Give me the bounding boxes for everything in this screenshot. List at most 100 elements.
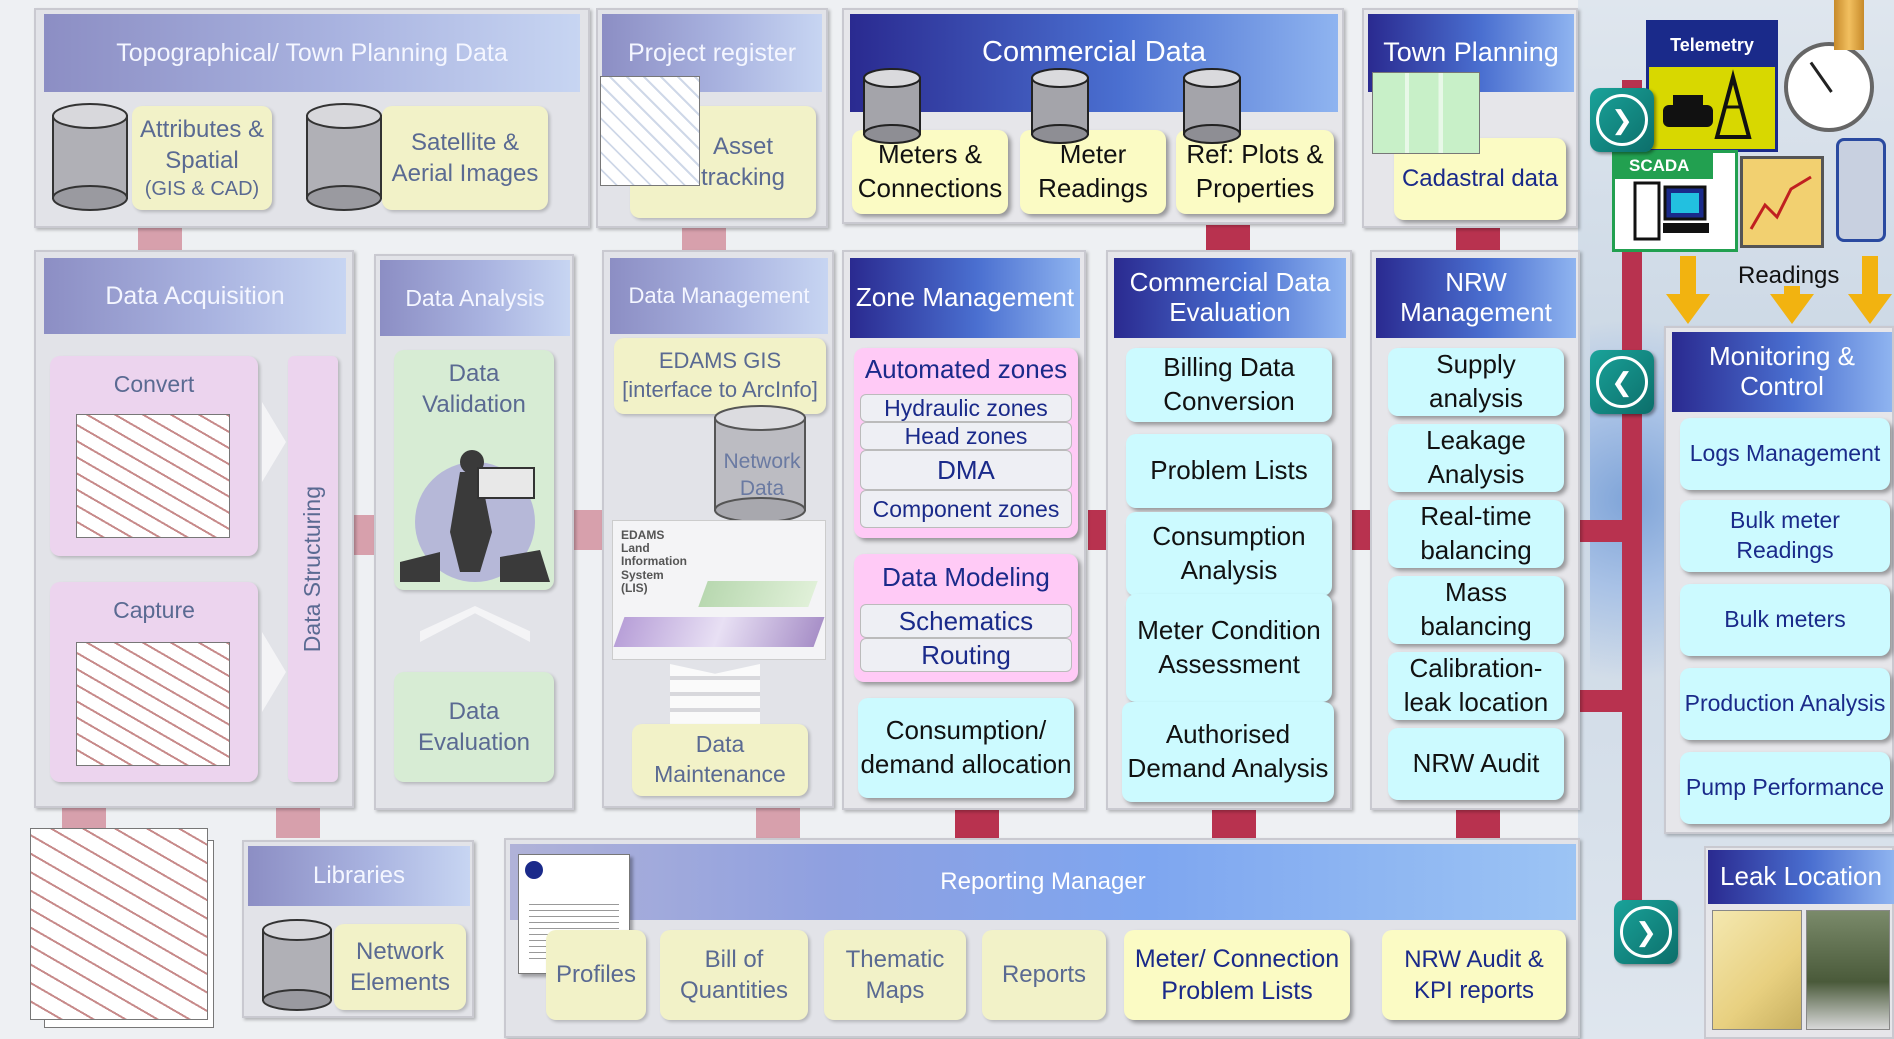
pipe-valve-icon (1834, 0, 1864, 50)
town-planning-title: Town Planning (1383, 37, 1559, 68)
profiles-label: Profiles (555, 961, 637, 989)
schematics-item[interactable]: Schematics (860, 604, 1072, 638)
map-sheet (30, 828, 208, 1020)
reporting-header: Reporting Manager (510, 844, 1576, 920)
component-zones-item[interactable]: Component zones (860, 490, 1072, 528)
reporting-panel: Reporting Manager Profiles Bill of Quant… (504, 838, 1580, 1038)
cadastral-map-thumbnail (1372, 72, 1480, 154)
map-thumbnail (600, 76, 700, 186)
calibration-leak-label: Calibration- leak location (1403, 653, 1549, 717)
topographical-header: Topographical/ Town Planning Data (44, 14, 580, 92)
bulk-meter-readings-tile[interactable]: Bulk meter Readings (1680, 500, 1890, 572)
connector (1088, 510, 1108, 550)
head-zones-item[interactable]: Head zones (860, 422, 1072, 450)
data-acquisition-header: Data Acquisition (44, 258, 346, 334)
logs-management-tile[interactable]: Logs Management (1680, 418, 1890, 490)
town-planning-panel: Town Planning Cadastral data (1362, 8, 1578, 228)
connector (1212, 808, 1256, 838)
arrow-stem (1680, 256, 1696, 296)
bulk-meters-tile[interactable]: Bulk meters (1680, 584, 1890, 656)
commercial-eval-header: Commercial Data Evaluation (1114, 258, 1346, 338)
meter-problem-lists-label: Meter/ Connection Problem Lists (1134, 944, 1340, 1006)
edams-gis-tile[interactable]: EDAMS GIS [interface to ArcInfo] (614, 338, 826, 414)
supply-analysis-tile[interactable]: Supply analysis (1388, 348, 1564, 416)
production-analysis-label: Production Analysis (1684, 690, 1886, 717)
convert-label: Convert (113, 371, 195, 397)
data-structuring-label: Data Structuring (299, 485, 326, 653)
back-nav-button[interactable]: ❮ (1590, 350, 1654, 414)
problem-lists-tile[interactable]: Problem Lists (1126, 434, 1332, 508)
billing-conversion-tile[interactable]: Billing Data Conversion (1126, 348, 1332, 422)
satellite-tile[interactable]: Satellite & Aerial Images (382, 106, 548, 210)
meter-problem-lists-tile[interactable]: Meter/ Connection Problem Lists (1124, 930, 1350, 1020)
nrw-audit-tile[interactable]: NRW Audit (1388, 728, 1564, 800)
thematic-maps-tile[interactable]: Thematic Maps (824, 930, 966, 1020)
data-maintenance-tile[interactable]: Data Maintenance (632, 724, 808, 796)
stack-chevrons-icon (670, 664, 760, 734)
leak-location-header: Leak Location (1708, 850, 1894, 904)
mass-balancing-tile[interactable]: Mass balancing (1388, 576, 1564, 644)
meters-connections-label: Meters & Connections (857, 139, 1003, 203)
pump-performance-label: Pump Performance (1685, 774, 1885, 801)
topographical-title: Topographical/ Town Planning Data (116, 38, 508, 67)
realtime-balancing-tile[interactable]: Real-time balancing (1388, 500, 1564, 568)
commercial-data-title: Commercial Data (982, 36, 1206, 68)
database-icon (1031, 68, 1089, 144)
telemetry-box: Telemetry (1646, 20, 1778, 152)
profiles-tile[interactable]: Profiles (546, 930, 646, 1020)
data-evaluation-tile[interactable]: Data Evaluation (394, 672, 554, 782)
production-analysis-tile[interactable]: Production Analysis (1680, 668, 1890, 740)
plots-properties-tile[interactable]: Ref: Plots & Properties (1176, 130, 1334, 214)
bulk-meter-readings-label: Bulk meter Readings (1730, 507, 1840, 563)
authorised-demand-tile[interactable]: Authorised Demand Analysis (1122, 702, 1334, 802)
nrw-audit-kpi-tile[interactable]: NRW Audit & KPI reports (1382, 930, 1566, 1020)
hydraulic-zones-item[interactable]: Hydraulic zones (860, 394, 1072, 422)
lis-layer (613, 617, 825, 647)
down-arrow-icon (1666, 294, 1710, 324)
lis-line: System (621, 567, 664, 582)
reports-tile[interactable]: Reports (982, 930, 1106, 1020)
calibration-leak-tile[interactable]: Calibration- leak location (1388, 652, 1564, 720)
consumption-demand-tile[interactable]: Consumption/ demand allocation (858, 698, 1074, 798)
data-modeling-title[interactable]: Data Modeling (882, 562, 1050, 592)
network-data-label: Network Data (723, 450, 801, 501)
consumption-analysis-label: Consumption Analysis (1152, 521, 1306, 585)
libraries-panel: Libraries Network Elements (242, 840, 474, 1018)
dma-item[interactable]: DMA (860, 450, 1072, 490)
connector (1456, 808, 1500, 838)
reporting-title: Reporting Manager (940, 868, 1146, 896)
monitoring-title: Monitoring & Control (1709, 341, 1855, 401)
network-map-thumbnail (76, 642, 230, 766)
database-icon (52, 103, 128, 211)
forward-nav-button[interactable]: ❯ (1590, 88, 1654, 152)
meters-connections-tile[interactable]: Meters & Connections (852, 130, 1008, 214)
pump-performance-tile[interactable]: Pump Performance (1680, 752, 1890, 824)
data-structuring-tile[interactable]: Data Structuring (288, 356, 338, 782)
attributes-spatial-tile[interactable]: Attributes & Spatial (GIS & CAD) (132, 106, 272, 210)
component-zones-label: Component zones (872, 496, 1060, 522)
readings-label: Readings (1738, 262, 1840, 289)
commercial-data-header: Commercial Data (850, 14, 1338, 112)
surveyor-icon (400, 450, 550, 582)
forward-nav-button-bottom[interactable]: ❯ (1614, 900, 1678, 964)
arrow-stem (1784, 286, 1800, 296)
bill-of-quantities-tile[interactable]: Bill of Quantities (660, 930, 808, 1020)
problem-lists-label: Problem Lists (1150, 455, 1308, 486)
computer-icon (1633, 181, 1709, 241)
routing-item[interactable]: Routing (860, 638, 1072, 672)
libraries-header: Libraries (248, 846, 470, 906)
bulk-meters-label: Bulk meters (1724, 606, 1846, 633)
meter-condition-tile[interactable]: Meter Condition Assessment (1126, 594, 1332, 702)
automated-zones-box: Automated zones Hydraulic zones Head zon… (854, 348, 1078, 538)
meter-readings-tile[interactable]: Meter Readings (1020, 130, 1166, 214)
connector (1352, 510, 1372, 550)
pump-station-icon (1663, 69, 1752, 139)
realtime-balancing-label: Real-time balancing (1420, 501, 1532, 565)
leak-location-title: Leak Location (1720, 861, 1882, 892)
chevron-right-icon (262, 402, 286, 482)
consumption-analysis-tile[interactable]: Consumption Analysis (1126, 512, 1332, 596)
libraries-title: Libraries (312, 862, 406, 890)
leakage-analysis-tile[interactable]: Leakage Analysis (1388, 424, 1564, 492)
automated-zones-title[interactable]: Automated zones (864, 354, 1068, 384)
network-elements-tile[interactable]: Network Elements (334, 924, 466, 1010)
